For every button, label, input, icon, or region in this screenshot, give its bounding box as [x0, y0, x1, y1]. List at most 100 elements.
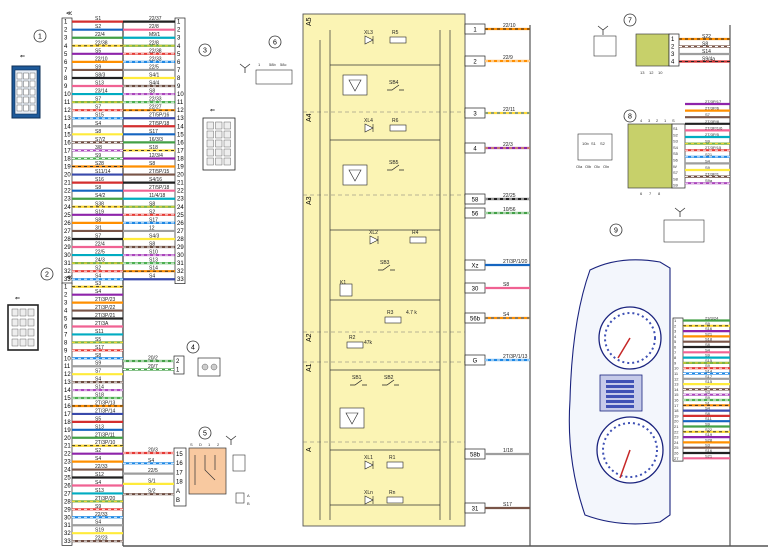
connector-2-wire-label: S11 [95, 329, 104, 335]
connector-1-wire-label: S15 [95, 113, 104, 119]
connector-1-pin-right: 21 [177, 181, 184, 187]
connector-1-wire-label: S8 [95, 217, 101, 223]
connector-2-pin: 25 [64, 476, 71, 482]
connector-2-wire-label: 2T/3P/10 [95, 440, 116, 446]
cluster-pin: 2 [674, 323, 677, 328]
connector-2-cavity [27, 338, 35, 347]
connector-4-plug-icon [197, 357, 221, 377]
connector-2-wire-label: 2T/3P/21 [95, 313, 116, 319]
connector-2-pin: 6 [64, 324, 68, 330]
component-k1-label: K1 [340, 280, 346, 286]
switch-module-section-label: A3 [306, 196, 313, 205]
connector-2-pin: 10 [64, 356, 71, 362]
connector-3-cavity [215, 130, 223, 139]
connector-6-label: 58c [280, 62, 286, 67]
connector-5-wire-label: 22/5 [148, 468, 158, 474]
cluster-pin: 4 [674, 334, 677, 339]
connector-4-wire-label: 20/2 [148, 356, 158, 362]
component-47k-label: 4.7 k [406, 310, 417, 316]
connector-1-right-label: S17 [149, 217, 158, 223]
connector-4-block [173, 355, 185, 375]
cluster-pin: 17 [674, 403, 679, 408]
connector-2-wire-label: S13 [95, 424, 104, 430]
connector-7-wire-label: S22 [702, 34, 711, 40]
connector-2-pin: 30 [64, 515, 71, 521]
connector-8-wire-label: 2T/3P/8 [705, 119, 720, 124]
connector-1-cavity [23, 96, 29, 104]
switch-module-output-label: 2T/3P/1/13 [503, 354, 528, 360]
connector-1-pin-right: 11 [177, 100, 184, 106]
connector-8-wire-label: 2T/3P/5 [705, 132, 720, 137]
component-xl3-diode [364, 35, 374, 45]
connector-1-right-label: S18 [149, 145, 158, 151]
connector-1-wire-label: S1 [95, 16, 101, 22]
connector-2-cavity [19, 318, 27, 327]
connector-2-pin: 2 [64, 293, 68, 299]
connector-2-pin: 12 [64, 372, 71, 378]
connector-1-pin-right: 20 [177, 173, 184, 179]
component-xl2-label: XL2 [369, 230, 378, 236]
callout-circle-8 [623, 109, 637, 123]
connector-8-pin: W [673, 164, 677, 169]
callout-number-5: 5 [203, 430, 207, 437]
connector-2-cavity [11, 338, 19, 347]
connector-7-plug-icon [593, 35, 617, 57]
connector-1-pin-right: 9 [177, 84, 181, 90]
connector-1-pin-right: 16 [177, 140, 184, 146]
component-sb2-label: SB2 [384, 375, 394, 381]
connector-2-wire-label: S7 [95, 369, 101, 375]
component-sb3-label: SB3 [380, 260, 390, 266]
connector-1-pin-left: 12 [64, 108, 71, 114]
connector-5-pin: 17 [176, 470, 183, 476]
connector-1-right-label: S4 [149, 274, 155, 280]
connector-5-plug-icon [232, 454, 246, 472]
connector-2-wire-label: S14 [95, 385, 104, 391]
connector-1-cavity [16, 80, 23, 88]
connector-7-wire-label: S8 [702, 42, 708, 48]
connector-1-pin-right: 30 [177, 253, 184, 259]
connector-1-wire-label: 22/38 [95, 40, 108, 46]
connector-2-wire-label: S5 [95, 337, 101, 343]
connector-1-cavity [23, 88, 29, 96]
connector-1-pin-left: 4 [64, 44, 68, 50]
connector-8-top-pin: S [672, 118, 675, 123]
connector-3-cavity [206, 148, 214, 157]
switch-module-output-label: S8 [503, 282, 509, 288]
connector-3-cavity [223, 139, 231, 148]
connector-1-pin-left: 33 [64, 277, 71, 283]
connector-1-pin-right: 4 [177, 44, 181, 50]
connector-1-wire-label: 22/4 [95, 32, 105, 38]
connector-2-pin: 32 [64, 531, 71, 537]
connector-2-pin: 13 [64, 380, 71, 386]
connector-7-pin: 3 [671, 52, 675, 58]
cluster-wire-label: S3 [705, 443, 711, 448]
connector-2-wire-label: S9 [95, 361, 101, 367]
connector-1-cavity [29, 72, 36, 80]
connector-2-pin: 23 [64, 460, 71, 466]
connector-1-pin-right: 33 [177, 277, 184, 283]
cluster-wire-label: S9 [705, 395, 711, 400]
connector-1-right-label: 2T/5P/15 [149, 169, 170, 175]
connector-2-wire-label: S3 [95, 281, 101, 287]
switch-module-terminal-label: 56 [472, 212, 479, 218]
connector-1-pin-right: 7 [177, 68, 181, 74]
connector-8-wire-label: 2T/3P/17 [705, 99, 722, 104]
switch-module-section-label: A [306, 447, 313, 452]
cluster-wire-label: S9 [705, 353, 711, 358]
connector-1-pin-right: 22 [177, 189, 184, 195]
connector-1-pin-right: 27 [177, 229, 184, 235]
switch-module-section-label: A5 [306, 17, 313, 26]
connector-2-wire-label: S4 [95, 456, 101, 462]
connector-5-symbol-a: A [247, 493, 250, 498]
callout-number-2: 2 [45, 271, 49, 278]
component-sb1-label: SB1 [352, 375, 362, 381]
connector-1-right-label: S4/16 [149, 177, 162, 183]
connector-1-pin-left: 25 [64, 213, 71, 219]
switch-module-indicator-symbol [345, 412, 359, 425]
connector-5-ground-icon [225, 435, 237, 445]
connector-1-pin-left: 19 [64, 165, 71, 171]
switch-module-output-label: 22/3 [503, 142, 513, 148]
connector-8-top-pin: 3 [648, 118, 651, 123]
callout-circle-6 [268, 35, 282, 49]
